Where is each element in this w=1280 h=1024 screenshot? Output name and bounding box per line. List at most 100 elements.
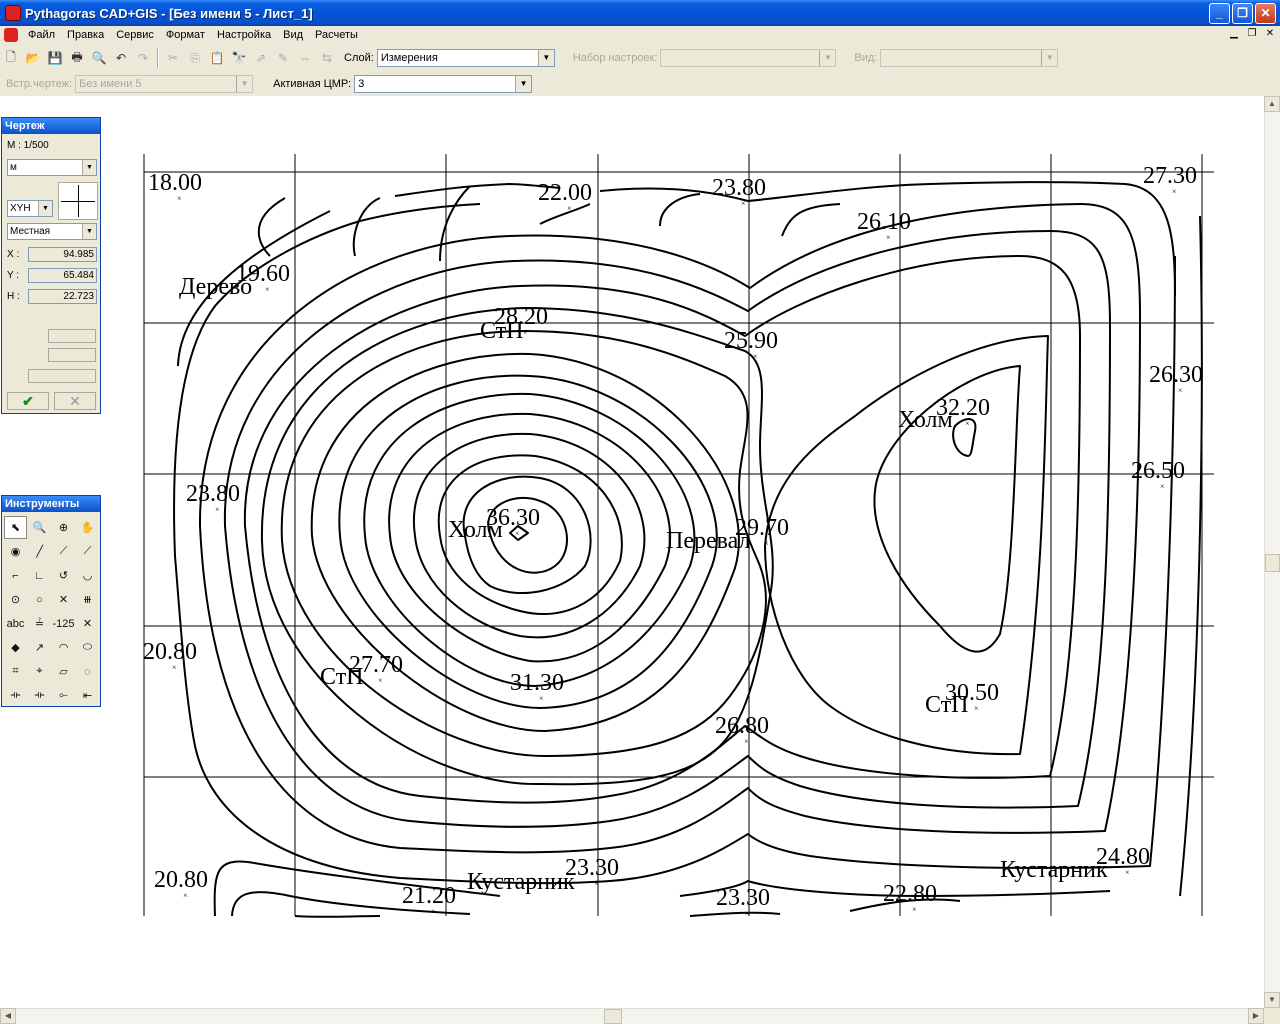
view-select[interactable]: ▼ xyxy=(880,49,1059,67)
arrow-tool-icon[interactable]: ↗ xyxy=(34,642,45,654)
cancel-button[interactable]: ✕ xyxy=(54,392,96,410)
chevron-down-icon[interactable]: ▼ xyxy=(82,224,96,239)
survey-point[interactable]: ×27.30 xyxy=(1143,163,1197,196)
survey-point[interactable]: ×20.80 xyxy=(143,639,197,672)
survey-point[interactable]: ×22.80 xyxy=(883,881,937,914)
empty-field-2[interactable] xyxy=(48,348,96,362)
hatch-tool-icon[interactable]: ⧻ xyxy=(82,594,93,606)
survey-point[interactable]: ×28.20 xyxy=(494,304,548,337)
horizontal-scrollbar[interactable]: ◀ ▶ xyxy=(0,1008,1264,1024)
elevation-label-tool-icon[interactable]: -125 xyxy=(52,617,75,630)
survey-point[interactable]: ×19.60 xyxy=(236,261,290,294)
drawing-panel-title[interactable]: Чертеж xyxy=(2,118,100,134)
survey-point[interactable]: ×30.50 xyxy=(945,680,999,713)
chevron-down-icon[interactable]: ▼ xyxy=(236,76,253,92)
layer-merge-icon[interactable]: ⇔ xyxy=(299,51,311,65)
curve-tool-icon[interactable]: ◡ xyxy=(82,570,93,582)
polyline-tool-icon[interactable]: ⌐ xyxy=(12,569,19,582)
spline-tool-icon[interactable]: ◠ xyxy=(58,642,69,654)
text-tool-icon[interactable]: abc xyxy=(6,617,25,630)
empty-field-3[interactable] xyxy=(28,369,96,383)
dimension-tool-icon[interactable]: ≟ xyxy=(34,618,45,630)
cut-icon[interactable]: ✂ xyxy=(167,51,179,65)
survey-point[interactable]: ×26.30 xyxy=(1149,362,1203,395)
survey-point[interactable]: ×32.20 xyxy=(936,395,990,428)
tools-panel-title[interactable]: Инструменты xyxy=(2,496,100,512)
survey-point[interactable]: ×23.80 xyxy=(186,481,240,514)
vertical-scroll-thumb[interactable] xyxy=(1265,554,1280,572)
circle-center-tool-icon[interactable]: ⊙ xyxy=(10,594,21,606)
frame-tool-icon[interactable]: ⌗ xyxy=(12,665,19,677)
close-button[interactable]: ✕ xyxy=(1255,2,1276,24)
copy-icon[interactable]: ⎘ xyxy=(190,50,200,65)
chevron-down-icon[interactable]: ▼ xyxy=(537,50,554,66)
zoom-tool-icon[interactable]: 🔍 xyxy=(32,522,47,534)
cross-tool-icon[interactable]: ✕ xyxy=(82,618,93,630)
new-file-icon[interactable]: 🗋 xyxy=(6,49,16,64)
save-icon[interactable]: 💾 xyxy=(47,51,63,65)
horizontal-scroll-thumb[interactable] xyxy=(604,1009,622,1024)
preset-select[interactable]: ▼ xyxy=(660,49,837,67)
survey-point[interactable]: ×26.50 xyxy=(1131,458,1185,491)
zoom-in-tool-icon[interactable]: ⊕ xyxy=(58,522,69,534)
menu-settings[interactable]: Настройка xyxy=(216,29,272,41)
crop-tool-icon[interactable]: ⌖ xyxy=(36,665,43,677)
h-coordinate-field[interactable]: 22.723 xyxy=(28,289,97,304)
undo-icon[interactable]: ↶ xyxy=(115,51,127,65)
survey-point[interactable]: ×23.80 xyxy=(712,175,766,208)
parallel-line-tool-icon[interactable]: ⟋ xyxy=(83,545,92,557)
survey-point[interactable]: ×26.10 xyxy=(857,209,911,242)
survey-point[interactable]: ×29.70 xyxy=(735,515,789,548)
survey-point[interactable]: ×18.00 xyxy=(148,170,202,203)
chevron-down-icon[interactable]: ▼ xyxy=(515,76,532,92)
print-preview-icon[interactable]: 🔍 xyxy=(91,51,107,65)
doc-minimize-icon[interactable]: ▁ xyxy=(1230,28,1238,39)
drawing-canvas[interactable]: ×18.00 ×22.00 ×23.80 ×26.10 ×27.30 ×19.60 ×28.… xyxy=(0,96,1264,1008)
menu-view[interactable]: Вид xyxy=(283,29,304,41)
survey-point[interactable]: ×22.00 xyxy=(538,180,592,213)
pan-hand-icon[interactable]: ✋ xyxy=(80,522,95,534)
scroll-down-icon[interactable]: ▼ xyxy=(1264,992,1280,1008)
apply-button[interactable]: ✔ xyxy=(7,392,49,410)
empty-field-1[interactable] xyxy=(48,329,96,343)
select-tool-icon[interactable]: ⬉ xyxy=(4,516,27,539)
embedded-drawing-select[interactable]: Без имени 5 ▼ xyxy=(75,75,254,93)
paste-icon[interactable]: 📋 xyxy=(209,51,225,65)
double-line-tool-icon[interactable]: ⟋ xyxy=(59,545,68,557)
menu-file[interactable]: Файл xyxy=(28,29,56,41)
y-coordinate-field[interactable]: 65.484 xyxy=(28,268,97,283)
layer-split-icon[interactable]: ⇆ xyxy=(321,51,333,65)
scroll-right-icon[interactable]: ▶ xyxy=(1248,1008,1264,1024)
line-tool-icon[interactable]: ╱ xyxy=(36,546,43,558)
survey-point[interactable]: ×23.30 xyxy=(565,855,619,888)
menu-edit[interactable]: Правка xyxy=(67,29,105,41)
vertical-scrollbar[interactable]: ▲ ▼ xyxy=(1264,96,1280,1008)
maximize-button[interactable]: ❐ xyxy=(1232,2,1253,24)
chevron-down-icon[interactable]: ▼ xyxy=(819,50,836,66)
document-icon[interactable] xyxy=(4,28,18,42)
chevron-down-icon[interactable]: ▼ xyxy=(82,160,96,175)
ellipse-tool-icon[interactable]: ⬭ xyxy=(82,641,93,653)
doc-restore-icon[interactable]: ❐ xyxy=(1247,28,1257,39)
survey-point[interactable]: ×23.30 xyxy=(716,885,770,918)
find-icon[interactable]: 🔭 xyxy=(231,51,247,65)
chevron-down-icon[interactable]: ▼ xyxy=(38,201,52,216)
eraser-tool-icon[interactable]: ▱ xyxy=(59,666,68,678)
doc-close-icon[interactable]: ✕ xyxy=(1265,28,1275,39)
survey-point[interactable]: ×20.80 xyxy=(154,867,208,900)
menu-service[interactable]: Сервис xyxy=(116,29,154,41)
scroll-left-icon[interactable]: ◀ xyxy=(0,1008,16,1024)
survey-point[interactable]: ×31.30 xyxy=(510,670,564,703)
app-icon[interactable] xyxy=(5,5,21,21)
circle-tool-icon[interactable]: ○ xyxy=(36,593,43,606)
menu-calculations[interactable]: Расчеты xyxy=(315,29,358,41)
survey-point[interactable]: ×26.80 xyxy=(715,713,769,746)
unit-select[interactable]: м ▼ xyxy=(7,159,97,176)
chevron-down-icon[interactable]: ▼ xyxy=(1041,50,1058,66)
print-icon[interactable]: 🖶 xyxy=(71,49,83,64)
angle-tool-icon[interactable]: ∟ xyxy=(34,569,45,582)
layer-brush-icon[interactable]: ✎ xyxy=(277,51,289,65)
layer-select[interactable]: Измерения ▼ xyxy=(376,49,555,67)
contour-map[interactable]: ×18.00 ×22.00 ×23.80 ×26.10 ×27.30 ×19.60 ×28.… xyxy=(0,96,1264,1008)
join-tool-icon[interactable]: ⟛ xyxy=(34,689,45,701)
